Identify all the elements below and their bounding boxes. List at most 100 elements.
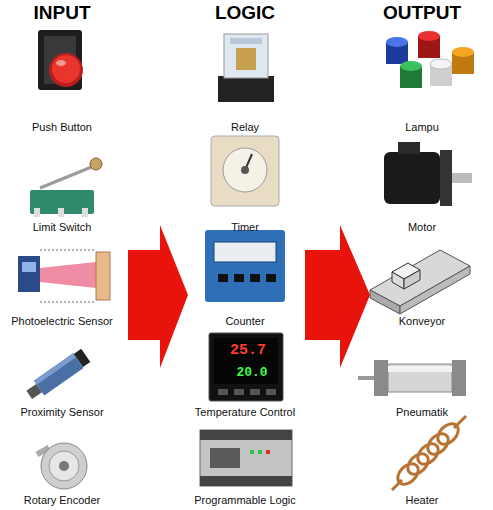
item-label: Limit Switch xyxy=(33,221,92,233)
item-label: Counter xyxy=(225,315,264,327)
item-label: Timer xyxy=(231,221,259,233)
temperature-controller-icon-part xyxy=(209,333,283,401)
counter-icon-part xyxy=(234,274,244,282)
pilot-lamp-icon-part xyxy=(400,61,422,71)
item-label: Push Button xyxy=(32,121,92,133)
plc-icon-part xyxy=(210,448,240,468)
relay-icon-part xyxy=(236,48,256,70)
item-label: Lampu xyxy=(405,121,439,133)
temperature-controller-icon-part xyxy=(234,389,244,395)
limit-switch-icon-part xyxy=(58,208,64,217)
counter-icon xyxy=(205,230,285,302)
photoelectric-sensor-icon-part xyxy=(40,250,96,251)
limit-switch-icon-part xyxy=(40,166,94,188)
proximity-sensor-icon-part xyxy=(26,384,42,399)
pneumatic-cylinder-icon-part xyxy=(452,360,466,396)
plc-icon-part xyxy=(200,476,292,486)
rotary-encoder-icon xyxy=(35,443,87,489)
photoelectric-sensor-icon-part xyxy=(40,302,96,303)
motor-icon xyxy=(384,142,472,206)
plc-icon-part xyxy=(266,450,270,454)
pilot-lamp-icon-part xyxy=(418,31,440,41)
item-label: Photoelectric Sensor xyxy=(11,315,113,327)
photoelectric-sensor-icon-part xyxy=(22,262,36,272)
motor-icon-part xyxy=(384,152,440,204)
counter-icon-part xyxy=(214,242,276,262)
conveyor-icon-part xyxy=(370,290,400,314)
proximity-sensor-icon xyxy=(24,348,91,402)
temperature-controller-icon-part xyxy=(218,389,228,395)
plc-icon-part xyxy=(200,430,292,440)
conveyor-icon xyxy=(370,250,470,314)
push-button-icon-part xyxy=(38,30,82,90)
photoelectric-sensor-icon-part xyxy=(96,252,110,300)
flow-arrow-part xyxy=(305,225,370,368)
pneumatic-cylinder-icon-part xyxy=(388,364,452,392)
item-label: Heater xyxy=(405,494,438,506)
column-heading: INPUT xyxy=(34,3,91,24)
pneumatic-cylinder-icon xyxy=(358,360,466,396)
flow-arrow xyxy=(128,225,370,368)
item-label: Proximity Sensor xyxy=(20,406,103,418)
limit-switch-icon xyxy=(30,158,102,217)
counter-icon-part xyxy=(266,274,276,282)
photoelectric-sensor-icon-part xyxy=(40,262,96,288)
temperature-controller-icon-part xyxy=(214,338,278,384)
item-label: Pneumatik xyxy=(396,406,448,418)
timer-icon-part xyxy=(211,136,279,206)
pneumatic-cylinder-icon-part xyxy=(374,360,388,396)
photoelectric-sensor-icon xyxy=(18,250,110,302)
proximity-sensor-icon-part xyxy=(74,349,91,367)
push-button-icon-part xyxy=(52,55,80,83)
item-label: Motor xyxy=(408,221,436,233)
rotary-encoder-icon-part xyxy=(41,443,87,489)
temperature-controller-icon xyxy=(209,333,283,401)
counter-icon-part xyxy=(250,274,260,282)
relay-icon-part xyxy=(224,34,268,78)
relay-icon-part xyxy=(230,38,262,44)
photoelectric-sensor-icon-part xyxy=(18,256,40,292)
item-label: Relay xyxy=(231,121,259,133)
column-heading: OUTPUT xyxy=(383,3,461,24)
relay-icon-part xyxy=(218,76,274,102)
rotary-encoder-icon-part xyxy=(49,451,79,481)
pneumatic-cylinder-icon-part xyxy=(388,366,452,372)
plc-icon xyxy=(200,430,292,486)
pilot-lamp-icon-part xyxy=(430,59,452,69)
display-reading: 20.0 xyxy=(236,366,267,380)
proximity-sensor-icon-part xyxy=(34,353,84,395)
heater-coil-icon xyxy=(392,416,466,490)
timer-icon xyxy=(211,136,279,206)
timer-icon-part xyxy=(241,166,249,174)
temperature-controller-icon-part xyxy=(266,389,276,395)
counter-icon-part xyxy=(218,274,228,282)
pneumatic-cylinder-icon-part xyxy=(358,376,376,380)
plc-icon-part xyxy=(258,450,262,454)
counter-icon-part xyxy=(205,230,285,302)
plc-icon-part xyxy=(250,450,254,454)
limit-switch-icon-part xyxy=(90,158,102,170)
pilot-lamp-icon-part xyxy=(386,37,408,47)
item-label: Rotary Encoder xyxy=(24,494,100,506)
plc-icon-part xyxy=(200,430,292,486)
display-reading: 25.7 xyxy=(230,343,266,360)
conveyor-icon-part xyxy=(392,272,404,289)
pilot-lamp-icon-part xyxy=(452,47,474,57)
motor-icon-part xyxy=(398,142,420,154)
push-button-icon-part xyxy=(56,60,66,66)
limit-switch-icon-part xyxy=(34,208,40,217)
item-label: Temperature Control xyxy=(195,406,295,418)
motor-icon-part xyxy=(452,173,472,183)
heater-coil-icon-part xyxy=(454,416,466,428)
pilot-lamp-icon xyxy=(386,31,474,88)
item-label: Programmable Logic xyxy=(194,494,296,506)
motor-icon-part xyxy=(440,150,452,206)
limit-switch-icon-part xyxy=(82,208,88,217)
timer-icon-part xyxy=(223,148,267,192)
conveyor-icon-part xyxy=(404,270,420,289)
item-label: Konveyor xyxy=(399,315,445,327)
rotary-encoder-icon-part xyxy=(59,461,69,471)
column-heading: LOGIC xyxy=(215,3,275,24)
push-button-icon xyxy=(38,30,83,90)
